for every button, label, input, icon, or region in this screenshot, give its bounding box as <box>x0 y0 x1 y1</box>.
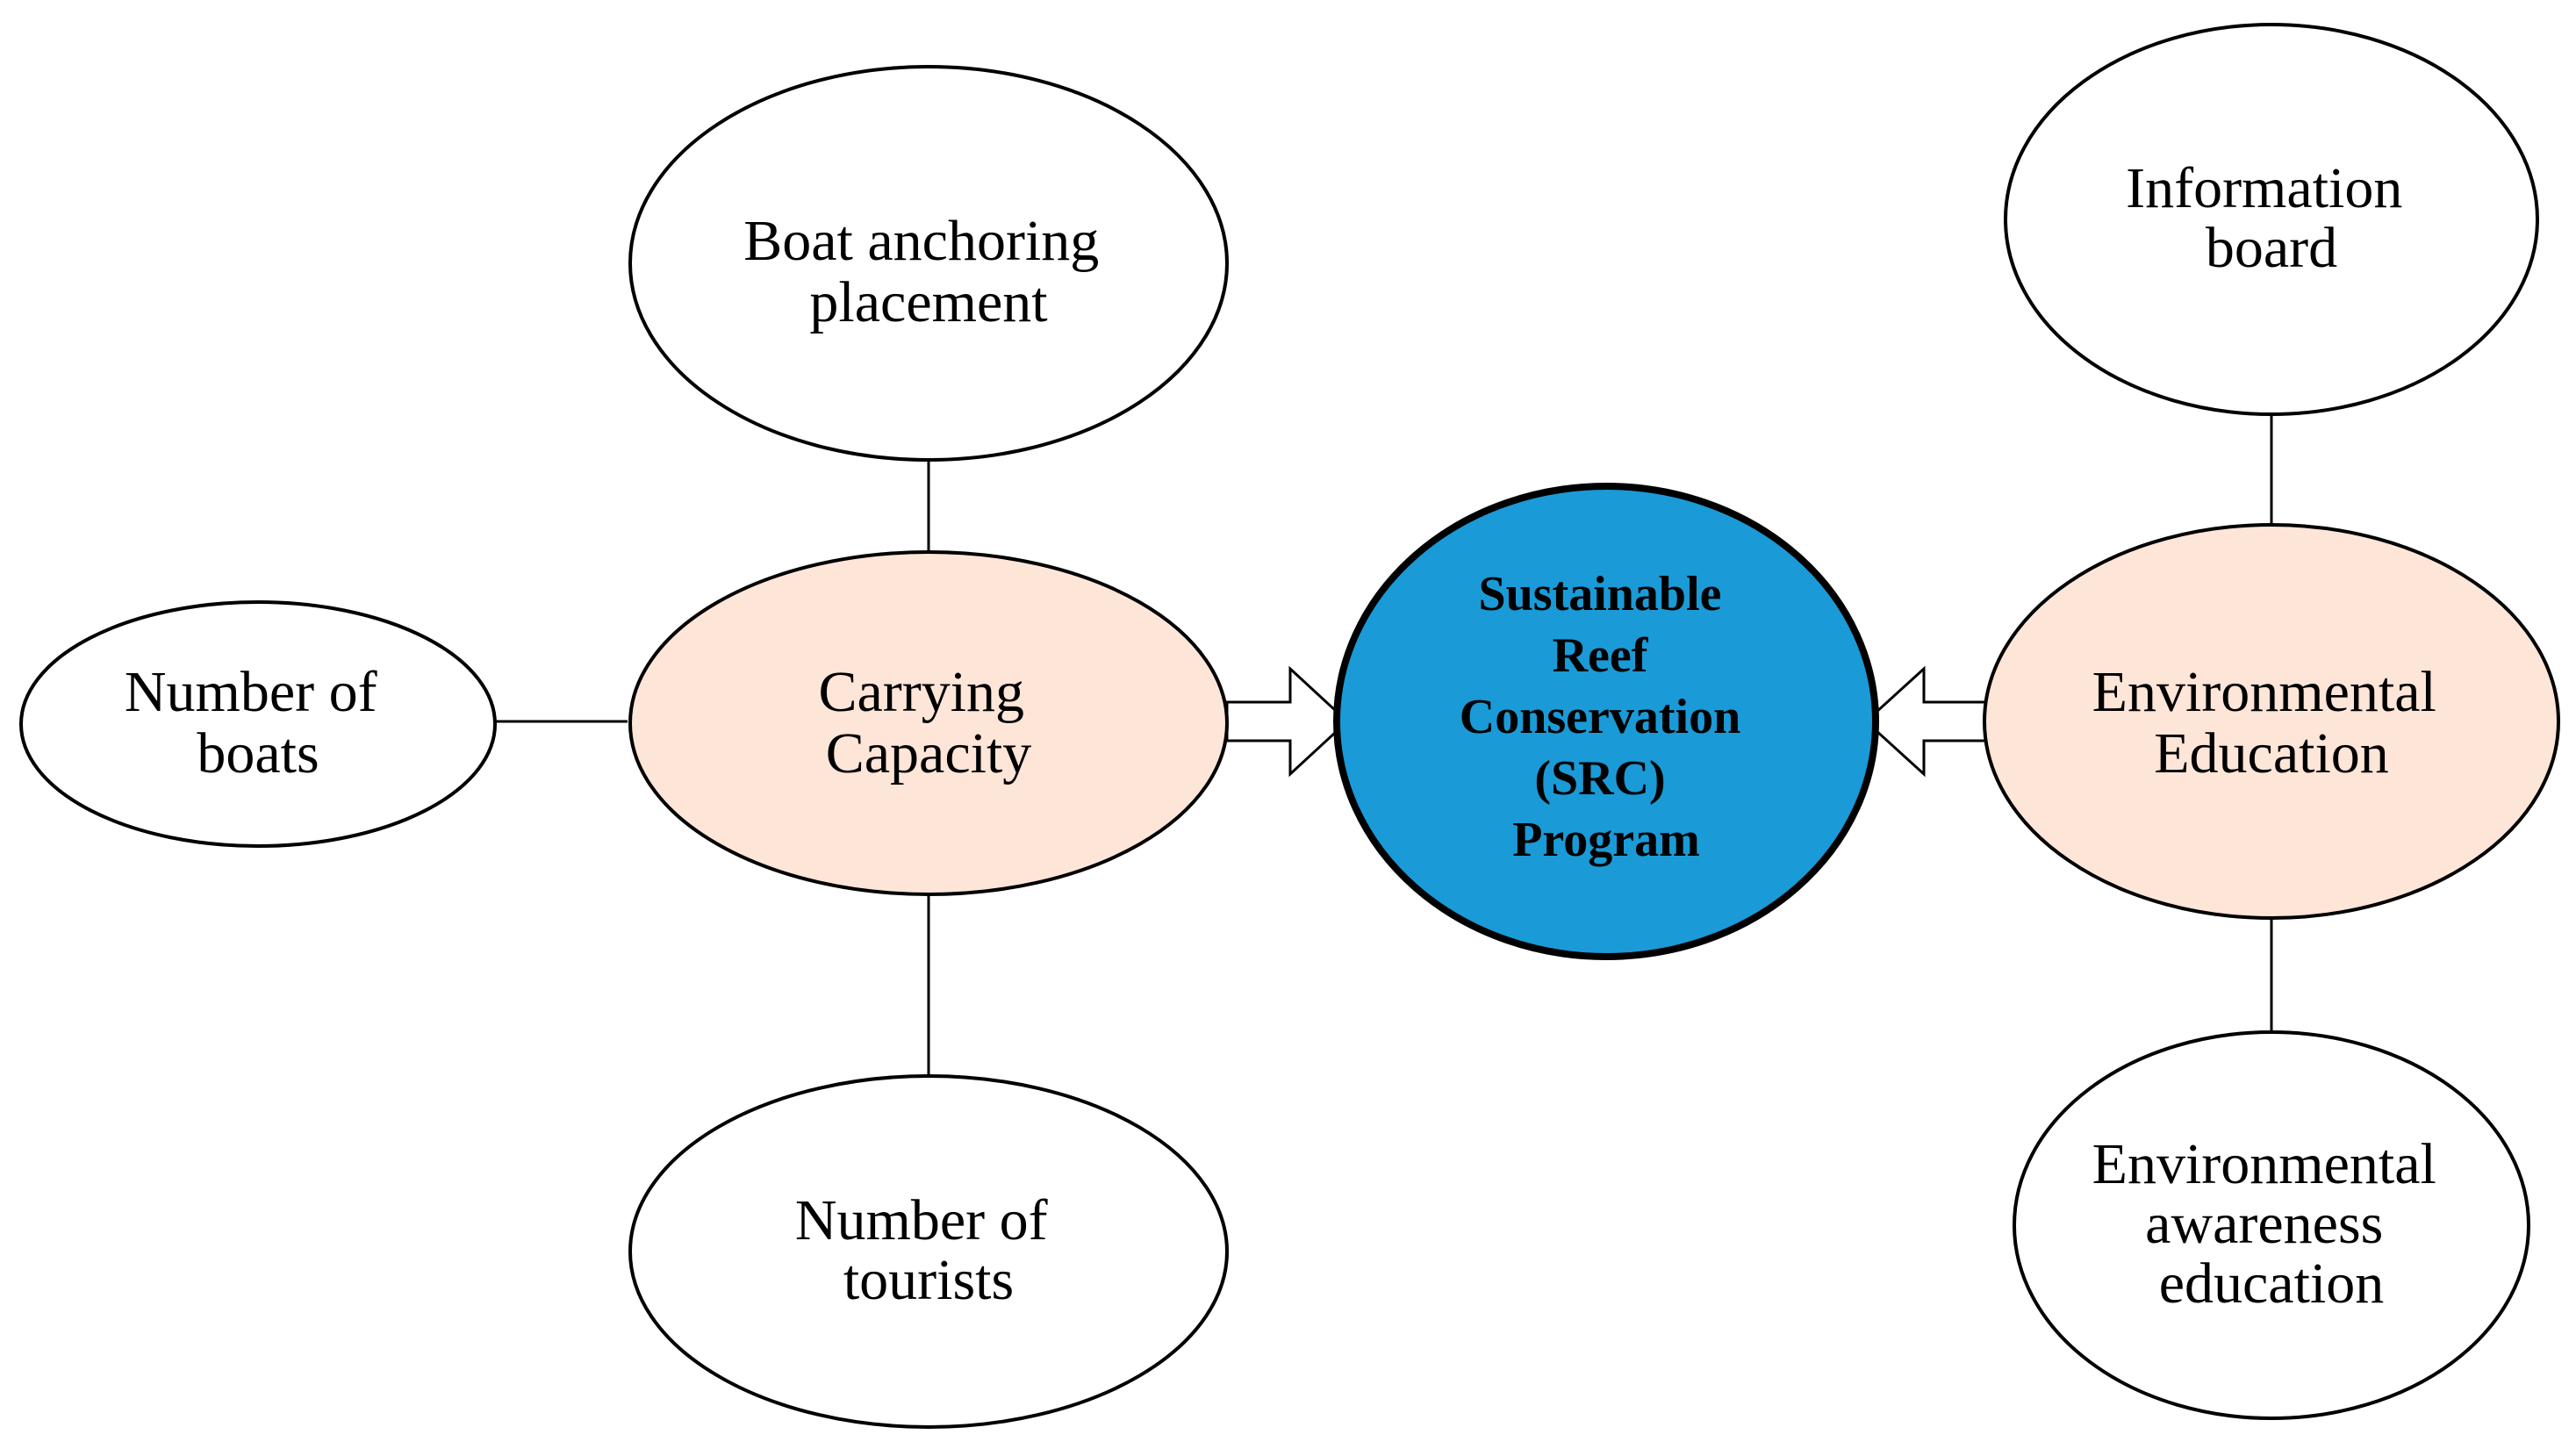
svg-text:Carrying Capacity: Carrying Capacity <box>818 660 1038 785</box>
node-label-line: Boat anchoring <box>743 209 1099 273</box>
left-arrow-icon <box>1863 665 1987 778</box>
node-label-line: Carrying <box>818 660 1024 724</box>
right-arrow-icon <box>1225 665 1350 778</box>
svg-text:Number of tourists: Number of tourists <box>795 1188 1062 1312</box>
center-label-line: (SRC) <box>1534 751 1665 806</box>
node-label-line: tourists <box>843 1248 1014 1312</box>
node-label-line: Capacity <box>826 721 1032 785</box>
node-label-line: boats <box>197 721 319 785</box>
node-environmental-awareness-education: Environmental awareness education <box>2013 1030 2530 1420</box>
node-boat-anchoring-placement: Boat anchoring placement <box>628 65 1229 462</box>
svg-text:Environmental Education: Environmental Education <box>2092 660 2451 785</box>
node-label-line: Number of <box>125 660 377 724</box>
node-label-line: board <box>2206 216 2337 280</box>
svg-text:Sustainable Reef C: Sustainable Reef Conservation (SRC) Prog… <box>1460 567 1753 867</box>
node-label-line: education <box>2159 1252 2385 1316</box>
node-environmental-education: Environmental Education <box>1983 523 2560 920</box>
center-label-line: Conservation <box>1460 690 1740 744</box>
node-carrying-capacity: Carrying Capacity <box>628 550 1229 896</box>
svg-text:Number of boats: Number of boats <box>125 660 391 785</box>
node-label-line: Environmental <box>2092 660 2436 724</box>
node-label-line: Education <box>2154 721 2389 785</box>
center-label-line: Sustainable <box>1479 567 1722 621</box>
node-label-line: awareness <box>2145 1192 2383 1256</box>
svg-text:Environmental awareness: Environmental awareness education <box>2092 1132 2451 1316</box>
node-label-line: Number of <box>795 1188 1048 1252</box>
center-label-line: Reef <box>1553 628 1649 683</box>
svg-text:Boat anchoring placement: Boat anchoring placement <box>743 209 1114 334</box>
node-number-of-boats: Number of boats <box>19 600 497 848</box>
center-label-line: Program <box>1512 813 1700 867</box>
node-information-board: Information board <box>2004 23 2539 416</box>
node-src-program: Sustainable Reef Conservation (SRC) Prog… <box>1333 483 1879 960</box>
node-label-line: Environmental <box>2092 1132 2436 1196</box>
node-label-line: placement <box>809 270 1047 334</box>
svg-text:Information board: Information board <box>2126 156 2417 280</box>
node-label-line: Information <box>2126 156 2402 220</box>
node-number-of-tourists: Number of tourists <box>628 1074 1229 1429</box>
